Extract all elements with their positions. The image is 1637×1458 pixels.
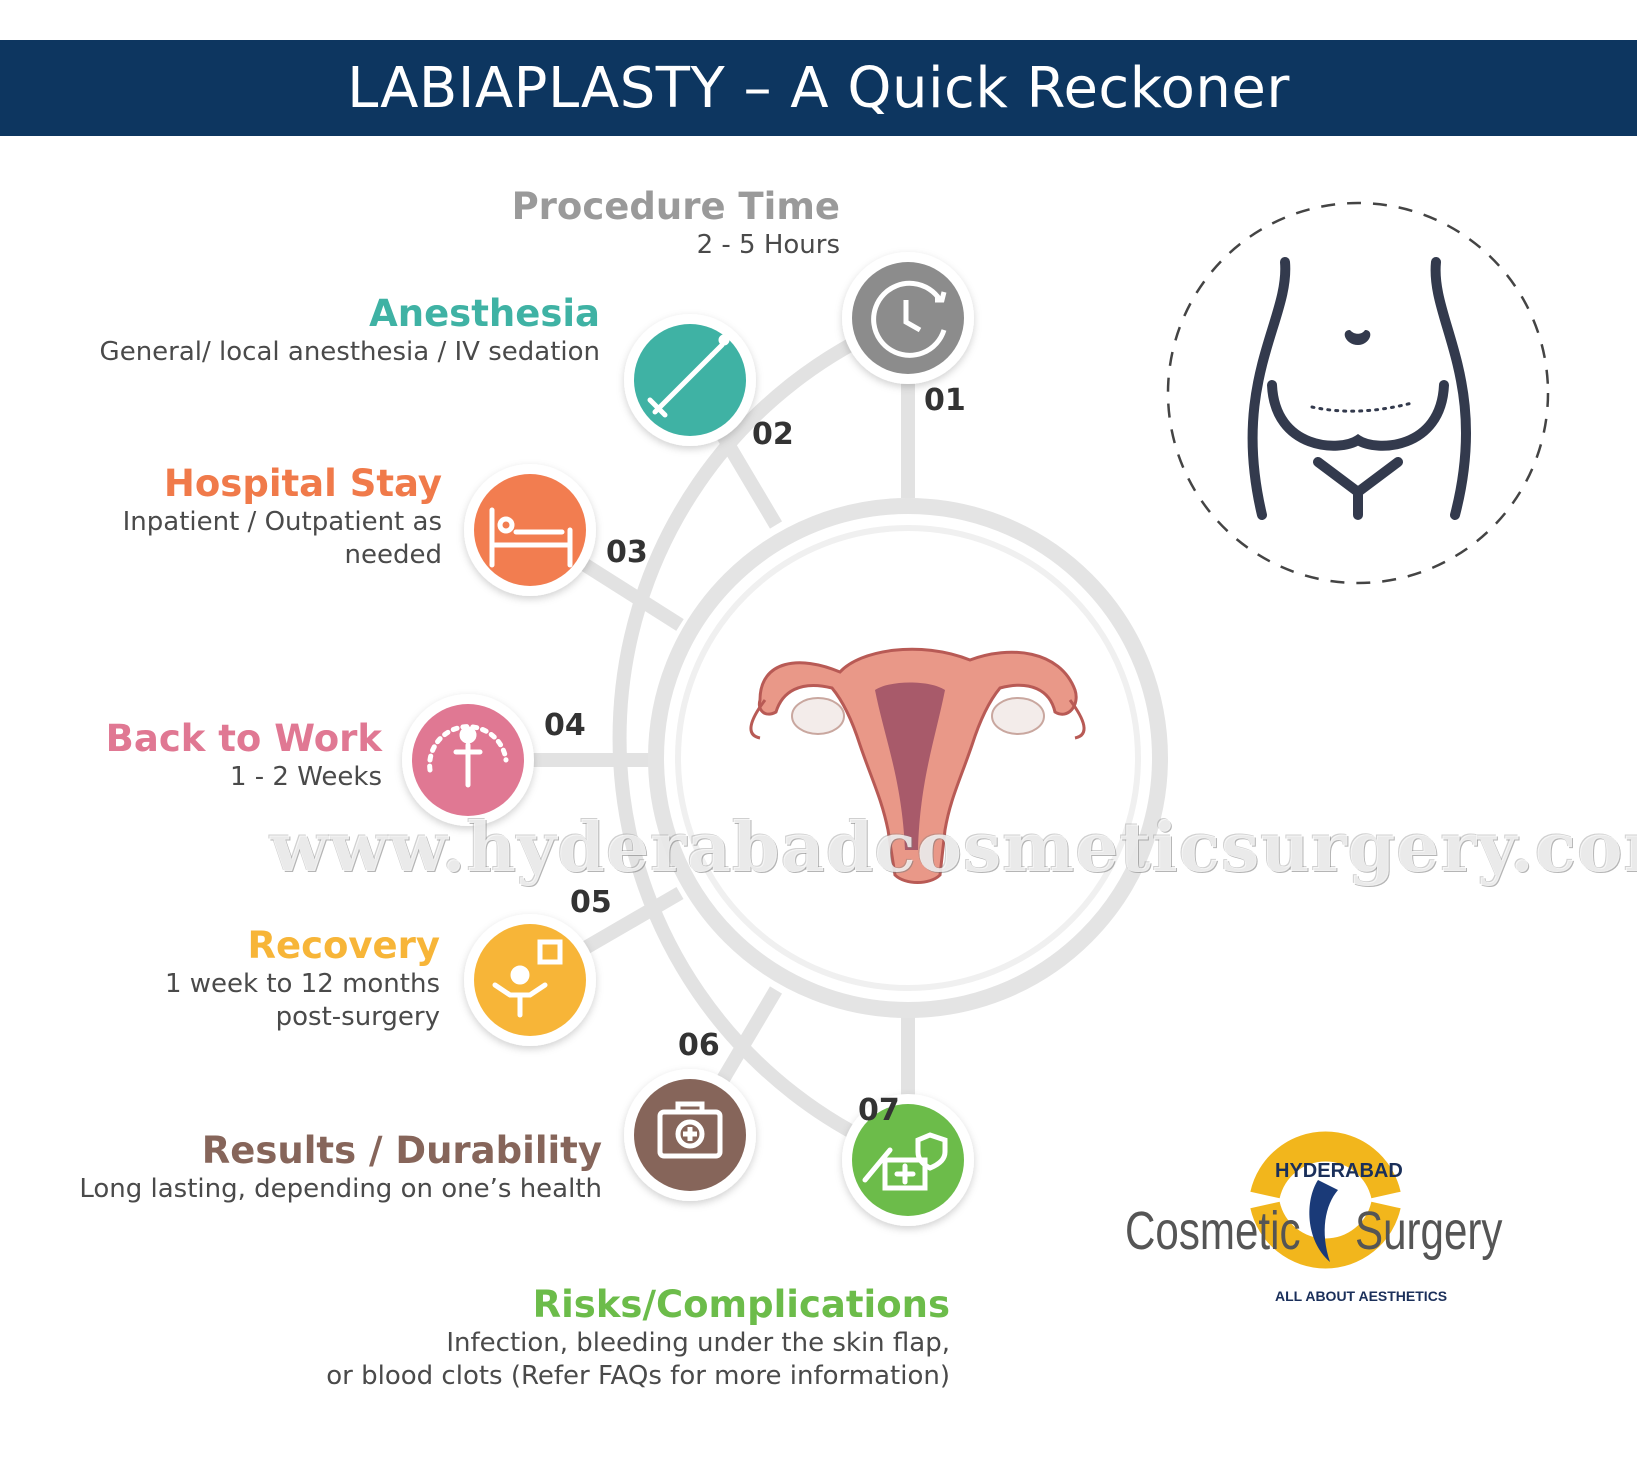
item-05-number: 05	[570, 885, 612, 920]
logo-bottom-text: ALL ABOUT AESTHETICS	[1275, 1288, 1448, 1304]
item-05-label: Recovery 1 week to 12 months post-surger…	[60, 924, 440, 1035]
item-01-label: Procedure Time 2 - 5 Hours	[450, 185, 840, 262]
item-02-title: Anesthesia	[369, 292, 600, 335]
item-06-title: Results / Durability	[201, 1129, 602, 1172]
uterus-icon	[749, 647, 1086, 884]
item-04-label: Back to Work 1 - 2 Weeks	[60, 717, 382, 794]
item-05-title: Recovery	[247, 924, 440, 967]
item-02-number: 02	[752, 417, 794, 452]
recovery-icon	[492, 939, 563, 1018]
item-01-desc: 2 - 5 Hours	[696, 229, 840, 260]
body-outline-icon	[1166, 201, 1550, 585]
item-01-number: 01	[924, 383, 966, 418]
item-circle-05	[464, 914, 596, 1046]
item-circle-04	[402, 694, 534, 826]
item-02-label: Anesthesia General/ local anesthesia / I…	[60, 292, 600, 369]
item-circle-06	[624, 1069, 756, 1201]
page-title: LABIAPLASTY – A Quick Reckoner	[347, 55, 1290, 121]
item-07-desc-line-1: Infection, bleeding under the skin flap,	[446, 1327, 950, 1358]
medical-kit-icon	[657, 1101, 723, 1159]
hospital-bed-icon	[489, 507, 573, 568]
worker-icon	[427, 724, 509, 788]
item-04-number: 04	[544, 708, 586, 743]
logo-mark	[1250, 1131, 1401, 1269]
item-05-desc-line-1: 1 week to 12 months	[164, 968, 440, 999]
item-circle-01	[842, 252, 974, 384]
clock-icon	[871, 280, 947, 358]
item-03-number: 03	[606, 535, 648, 570]
item-circle-07	[842, 1094, 974, 1226]
item-07-label: Risks/Complications Infection, bleeding …	[300, 1283, 950, 1394]
item-06-number: 06	[678, 1028, 720, 1063]
item-04-title: Back to Work	[105, 717, 382, 760]
title-banner: LABIAPLASTY – A Quick Reckoner	[0, 40, 1637, 136]
item-07-desc-line-2: or blood clots (Refer FAQs for more info…	[326, 1361, 950, 1392]
syringe-icon	[647, 334, 730, 418]
item-07-title: Risks/Complications	[532, 1283, 950, 1326]
item-02-desc: General/ local anesthesia / IV sedation	[99, 336, 600, 367]
item-03-label: Hospital Stay Inpatient / Outpatient as …	[20, 462, 442, 573]
logo-top-text: HYDERABAD	[1275, 1160, 1403, 1182]
item-03-title: Hospital Stay	[163, 462, 442, 505]
website-watermark: www.hyderabadcosmeticsurgery.com	[270, 808, 1637, 888]
clinic-logo: HYDERABAD Cosmetic Surgery ALL ABOUT AES…	[1125, 1160, 1505, 1330]
item-circle-02	[624, 314, 756, 446]
item-06-label: Results / Durability Long lasting, depen…	[40, 1129, 602, 1206]
item-circle-03	[464, 464, 596, 596]
item-03-desc: Inpatient / Outpatient as needed	[122, 506, 442, 571]
item-05-desc-line-2: post-surgery	[275, 1002, 440, 1033]
item-01-title: Procedure Time	[511, 185, 840, 228]
risk-shield-icon	[862, 1132, 948, 1191]
logo-left-text: Cosmetic	[1125, 1201, 1301, 1261]
item-07-number: 07	[858, 1093, 900, 1128]
item-06-desc: Long lasting, depending on one’s health	[79, 1173, 602, 1204]
logo-right-text: Surgery	[1355, 1201, 1503, 1261]
item-04-desc: 1 - 2 Weeks	[229, 761, 382, 792]
